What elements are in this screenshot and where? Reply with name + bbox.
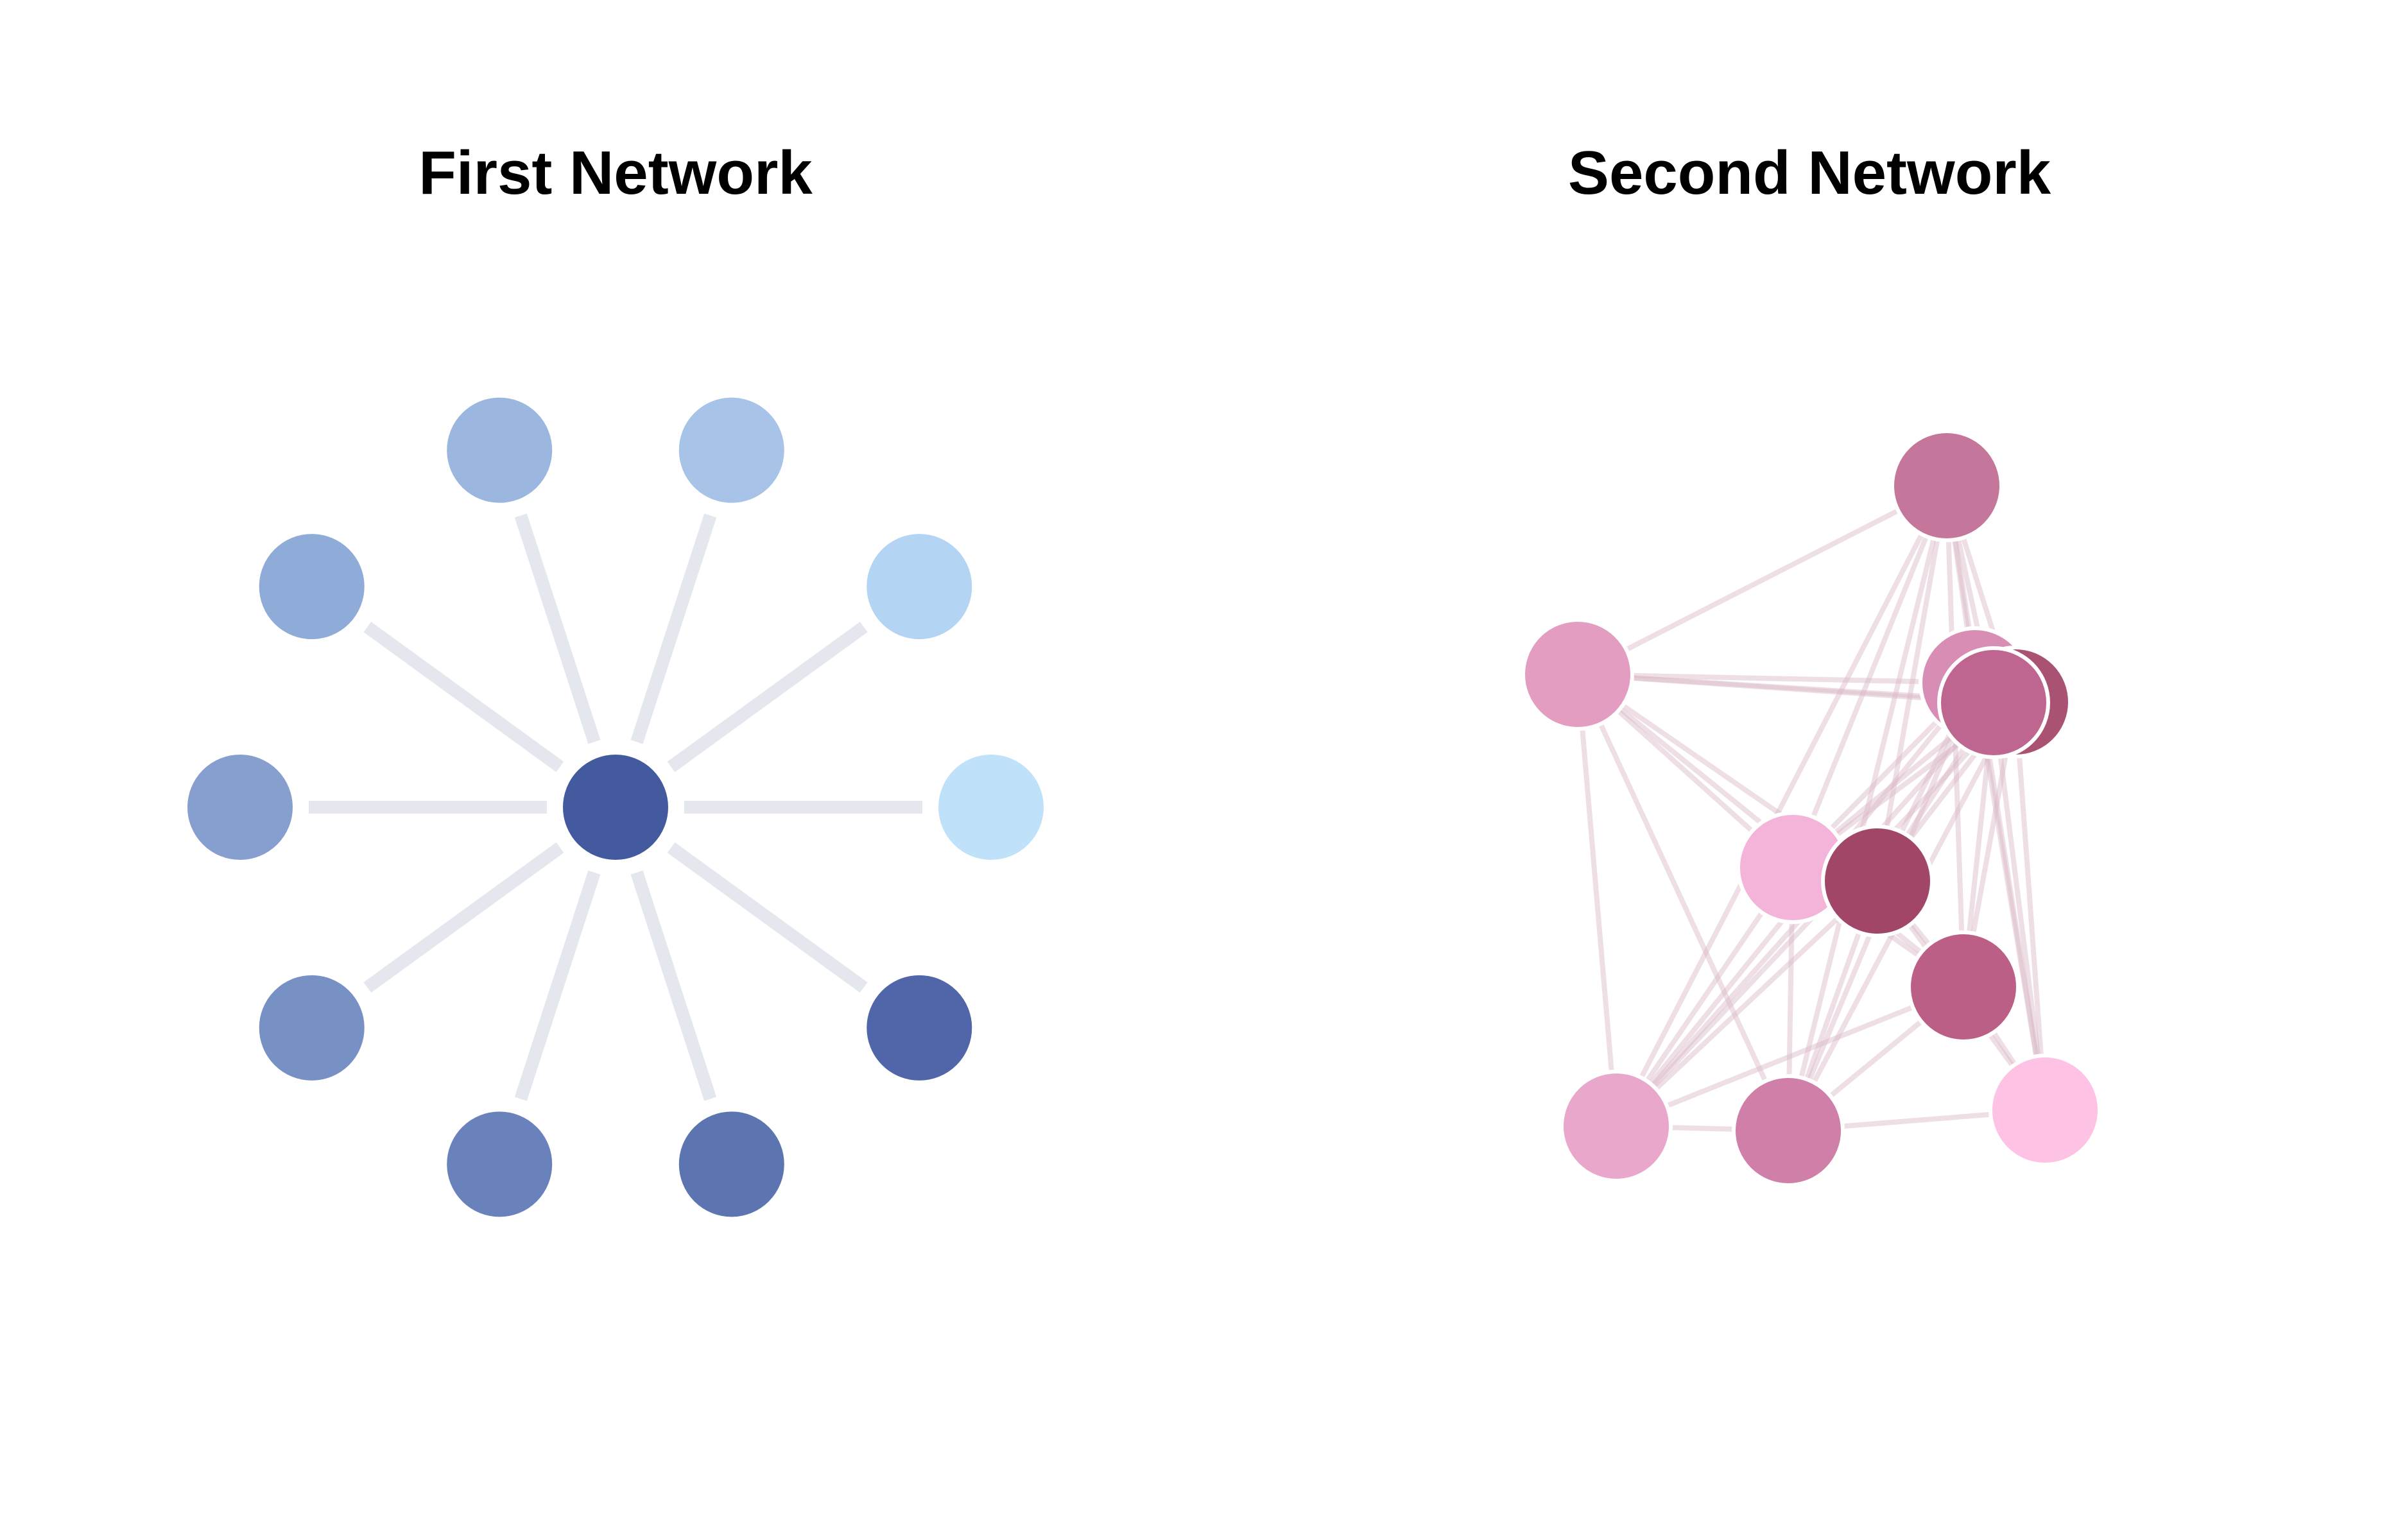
second-network-edge: [1944, 485, 2048, 1111]
second-network-title: Second Network: [1567, 139, 2051, 207]
first-network-node: [443, 1108, 556, 1221]
second-network-edge: [1575, 674, 1619, 1127]
second-network-node: [1937, 646, 2050, 759]
second-network-node: [1907, 930, 2020, 1043]
first-network-edge: [667, 621, 868, 773]
second-network-edge: [2013, 701, 2048, 1111]
second-network-edge: [1576, 483, 1948, 677]
first-network-node: [443, 393, 556, 507]
second-network-edge: [1786, 485, 1949, 1131]
first-network-edge: [630, 870, 717, 1101]
second-network-node: [1890, 429, 2003, 542]
second-network-edge: [1615, 984, 1965, 1129]
second-network-node: [1560, 1070, 1673, 1183]
second-network-node: [1732, 1074, 1845, 1187]
first-network-edge: [630, 513, 717, 744]
first-network-title: First Network: [418, 139, 813, 207]
second-network-node: [1821, 825, 1934, 937]
second-network-edge: [1875, 485, 1949, 882]
first-network-node: [863, 530, 976, 644]
first-network-node: [675, 1108, 788, 1221]
second-network-edge: [1577, 672, 1976, 685]
second-network-node: [1989, 1054, 2101, 1167]
first-network-edge: [514, 513, 601, 744]
first-network-node: [675, 393, 788, 507]
first-network-edge: [363, 842, 564, 993]
first-network-node: [255, 530, 368, 644]
second-network-edge: [1575, 673, 1791, 1132]
second-network-edge: [1614, 879, 1879, 1128]
first-network-edge: [514, 870, 601, 1101]
first-network-edge: [667, 842, 868, 993]
first-network-node: [863, 971, 976, 1084]
first-network-node: [255, 971, 368, 1084]
second-network-edge: [1790, 484, 1949, 869]
first-network-edge: [363, 621, 564, 773]
second-network-edge: [1991, 702, 2048, 1111]
first-network-hub-node: [559, 751, 672, 864]
first-network-node: [935, 751, 1048, 864]
second-network-edge: [1614, 484, 1949, 1127]
first-network-node: [184, 751, 297, 864]
second-network-node: [1521, 618, 1634, 731]
